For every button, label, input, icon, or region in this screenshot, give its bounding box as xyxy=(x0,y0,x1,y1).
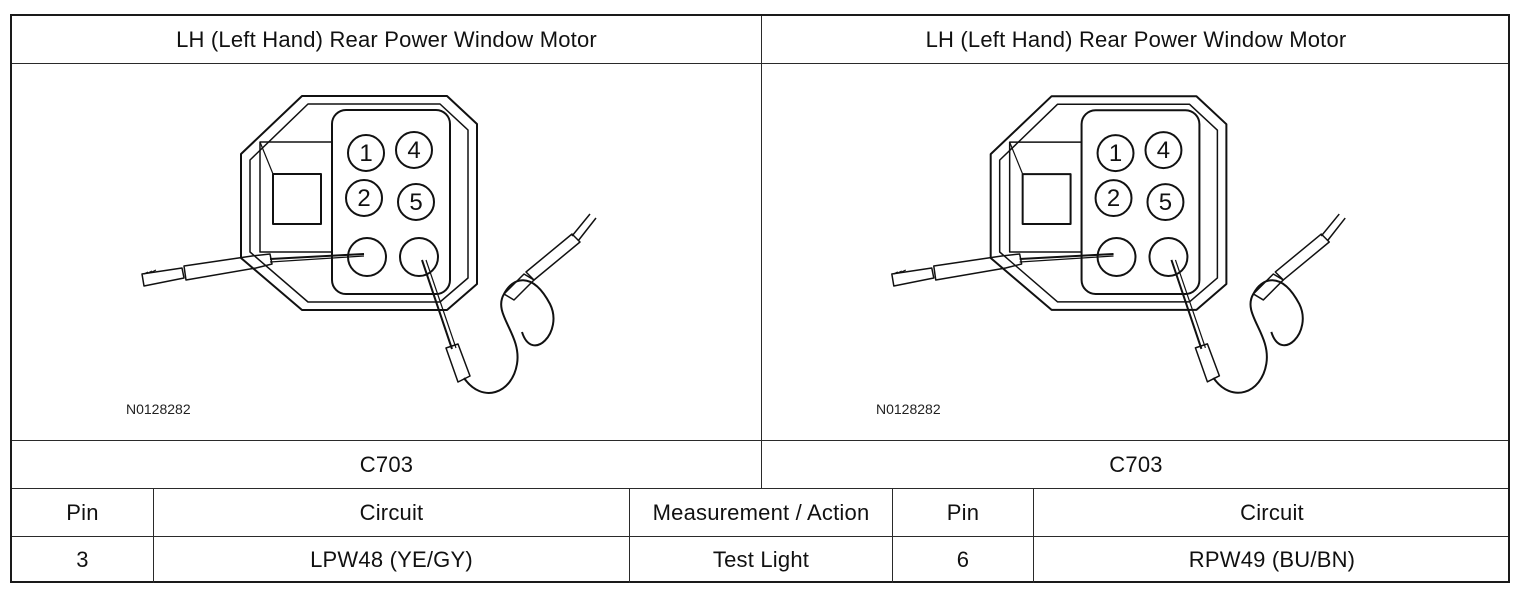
right-connector-diagram: 1 4 2 5 xyxy=(891,95,1346,394)
left-component-title: LH (Left Hand) Rear Power Window Motor xyxy=(176,26,597,52)
right-connector-id: C703 xyxy=(1109,451,1163,477)
latch-frame xyxy=(259,141,333,253)
divider xyxy=(12,488,1508,489)
divider xyxy=(761,16,762,488)
pin-6-socket xyxy=(399,237,439,277)
connector-housing-outline xyxy=(240,95,478,311)
header-circuit: Circuit xyxy=(359,499,424,525)
left-connector-diagram: 1 4 2 5 xyxy=(141,95,597,394)
header-pin: Pin xyxy=(946,499,980,525)
pin-label: 2 xyxy=(357,185,370,212)
pin-1-socket xyxy=(1096,134,1135,173)
row-circuit-to: RPW49 (BU/BN) xyxy=(1188,547,1356,572)
test-light-body xyxy=(445,343,471,383)
pin-label: 2 xyxy=(1107,185,1120,212)
probe-handle xyxy=(141,267,185,287)
header-circuit: Circuit xyxy=(1240,499,1304,525)
pinpoint-test-table: LH (Left Hand) Rear Power Window Motor L… xyxy=(10,14,1510,583)
pin-1-socket xyxy=(347,134,385,172)
latch-window xyxy=(272,173,322,225)
pin-6-socket xyxy=(1148,237,1189,277)
latch-frame xyxy=(1008,141,1083,253)
connector-housing-outline xyxy=(989,95,1228,311)
right-figure-code: N0128282 xyxy=(876,401,941,417)
pin-2-socket xyxy=(345,179,383,217)
pin-5-socket xyxy=(1146,183,1185,222)
divider xyxy=(153,488,154,583)
row-pin-to: 6 xyxy=(956,547,970,572)
left-figure-code: N0128282 xyxy=(126,401,191,417)
right-component-title: LH (Left Hand) Rear Power Window Motor xyxy=(925,26,1347,52)
divider xyxy=(892,488,893,583)
pin-label: 5 xyxy=(409,189,422,216)
pin-4-socket xyxy=(1144,131,1183,170)
divider xyxy=(12,63,1508,64)
pin-5-socket xyxy=(397,183,435,221)
pin-label: 5 xyxy=(1159,189,1172,216)
header-pin: Pin xyxy=(66,499,99,525)
probe-handle xyxy=(891,267,935,287)
divider xyxy=(629,488,630,583)
pin-label: 4 xyxy=(407,137,420,164)
test-light-body xyxy=(1194,343,1221,383)
row-circuit-from: LPW48 (YE/GY) xyxy=(310,547,473,572)
pin-label: 1 xyxy=(359,140,372,167)
pin-label: 1 xyxy=(1109,140,1122,167)
left-connector-id: C703 xyxy=(359,451,414,477)
row-pin-from: 3 xyxy=(76,547,89,572)
pin-4-socket xyxy=(395,131,433,169)
header-measurement-action: Measurement / Action xyxy=(652,499,870,525)
divider xyxy=(12,440,1508,441)
pin-2-socket xyxy=(1094,179,1133,218)
pin-label: 4 xyxy=(1157,137,1170,164)
row-measurement: Test Light xyxy=(712,547,810,572)
divider xyxy=(1033,488,1034,583)
latch-window xyxy=(1021,173,1072,226)
divider xyxy=(12,536,1508,537)
